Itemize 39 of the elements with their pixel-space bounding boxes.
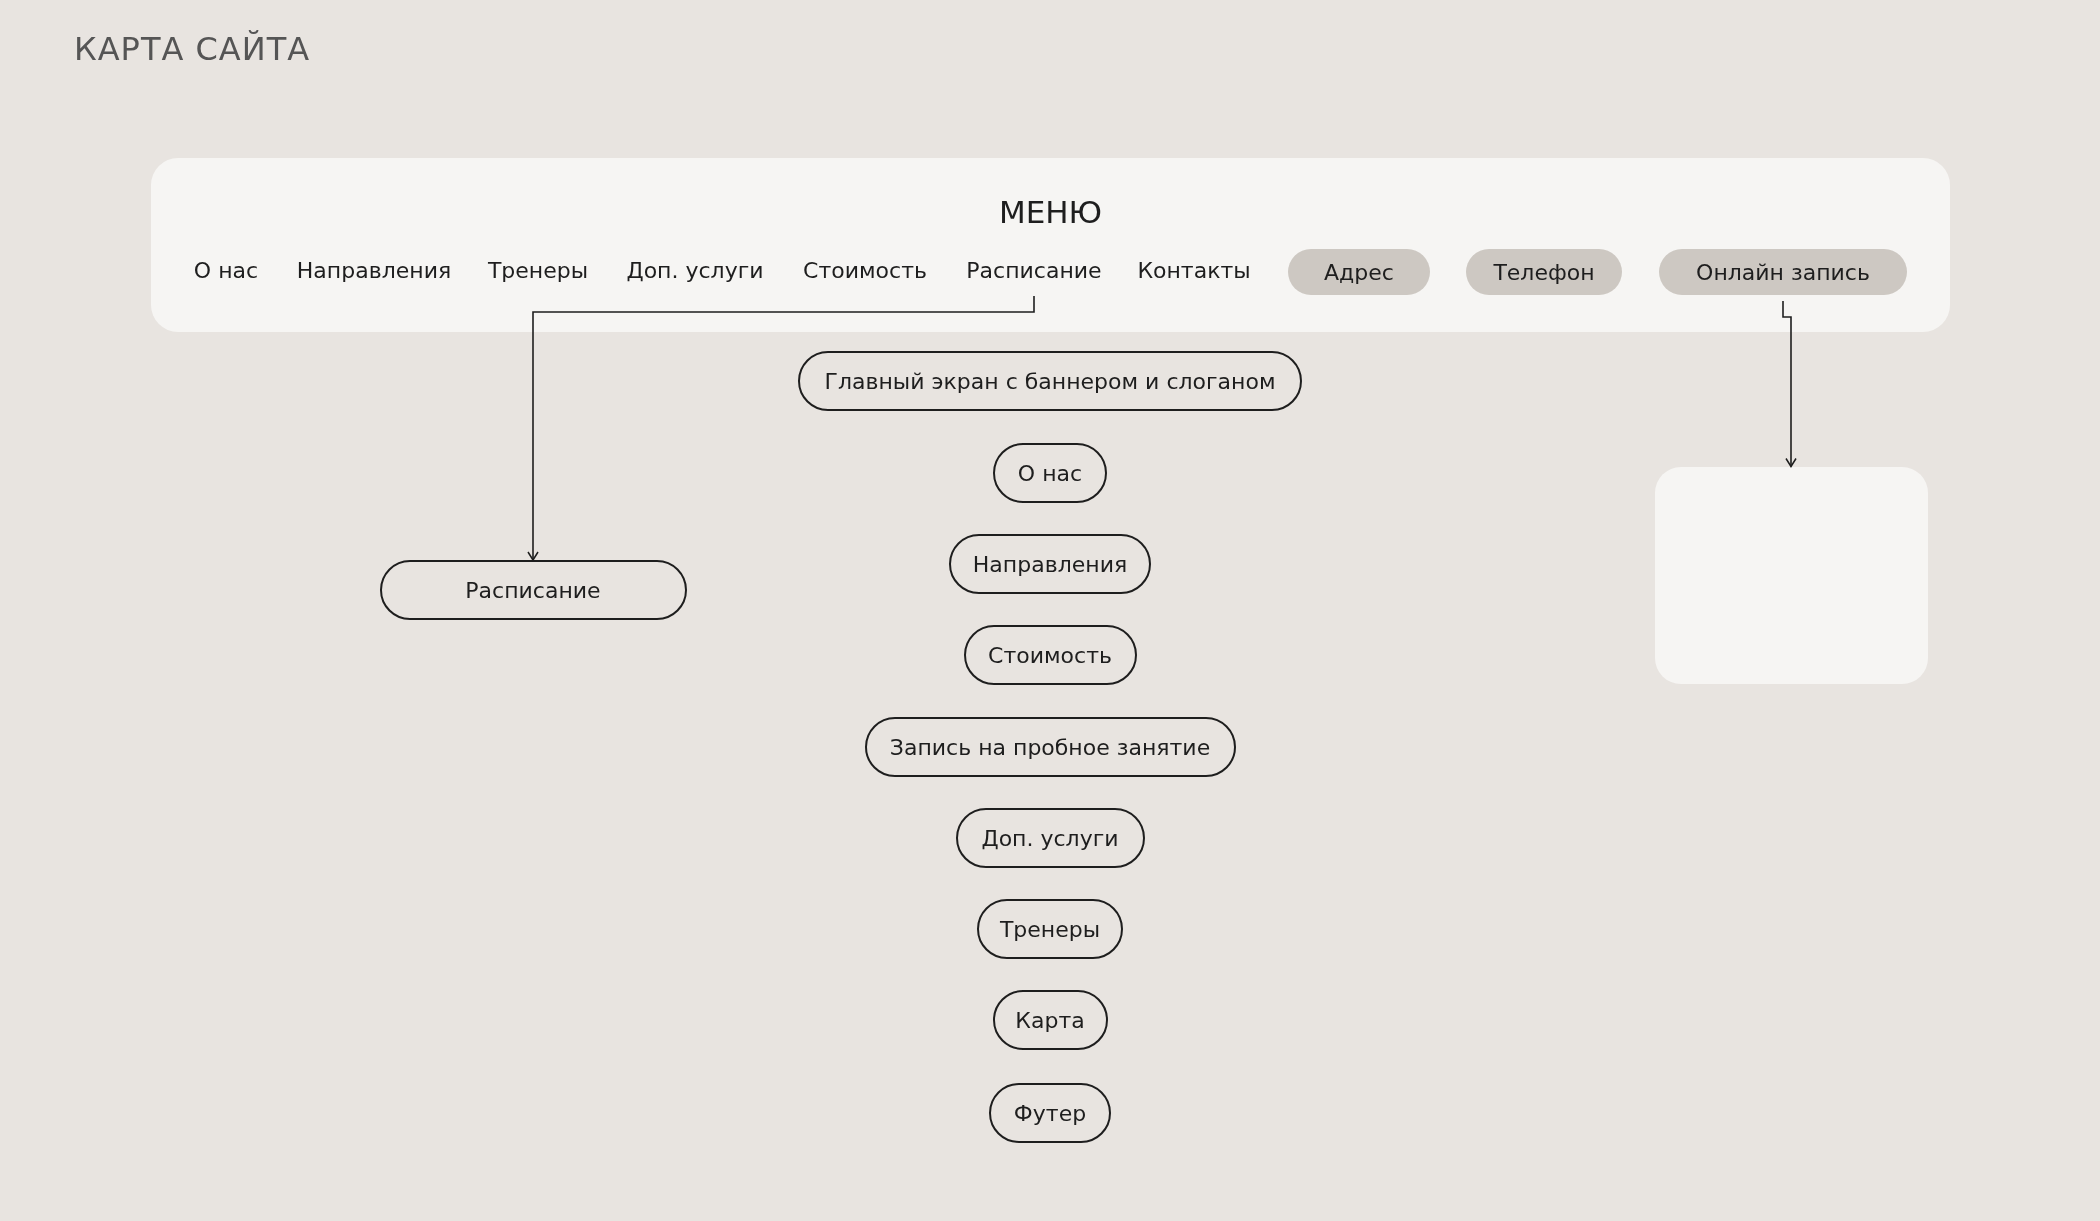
- link-card: [1654, 466, 1928, 684]
- page-section-pill: [989, 1083, 1111, 1143]
- page-title: КАРТА САЙТА: [74, 30, 311, 68]
- connector-arrow: [527, 295, 1035, 561]
- page-section-pill: [993, 443, 1107, 503]
- menu-item: Контакты: [1137, 257, 1251, 283]
- menu-item: О нас: [193, 257, 259, 283]
- pill-label: Стоимость: [988, 642, 1112, 668]
- menu-pill: [1659, 249, 1907, 295]
- menu-item: Стоимость: [803, 257, 927, 283]
- pill-label: О нас: [1017, 460, 1083, 486]
- pill-label: Направления: [972, 551, 1128, 577]
- page-section-pill: [379, 560, 687, 620]
- pill-label: Главный экран с баннером и слоганом: [824, 368, 1276, 394]
- connector-arrow: [1782, 300, 1797, 468]
- pill-label: Тренеры: [999, 916, 1101, 942]
- pill-label: Футер: [1013, 1100, 1087, 1126]
- page-section-pill: [864, 717, 1236, 777]
- page-section-pill: [977, 899, 1123, 959]
- page-section-pill: [992, 990, 1108, 1050]
- page-section-pill: [949, 534, 1151, 594]
- page-section-pill: [798, 351, 1302, 411]
- pill-label: Расписание: [465, 577, 601, 603]
- pill-label: Онлайн запись: [1696, 259, 1870, 285]
- pill-label: Телефон: [1493, 259, 1595, 285]
- menu-pill: [1466, 249, 1622, 295]
- pill-label: Запись на пробное занятие: [889, 734, 1211, 760]
- menu-item: Расписание: [966, 257, 1102, 283]
- menu-pill: [1288, 249, 1430, 295]
- pill-label: Адрес: [1324, 259, 1394, 285]
- page-section-pill: [963, 625, 1137, 685]
- menu-item: Доп. услуги: [626, 257, 764, 283]
- menu-item: Тренеры: [487, 257, 589, 283]
- menu-item: Направления: [296, 257, 452, 283]
- pill-label: Карта: [1015, 1007, 1085, 1033]
- page-section-pill: [955, 808, 1145, 868]
- pill-label: Доп. услуги: [981, 825, 1119, 851]
- menu-panel: [151, 158, 1950, 332]
- menu-heading: МЕНЮ: [998, 194, 1103, 230]
